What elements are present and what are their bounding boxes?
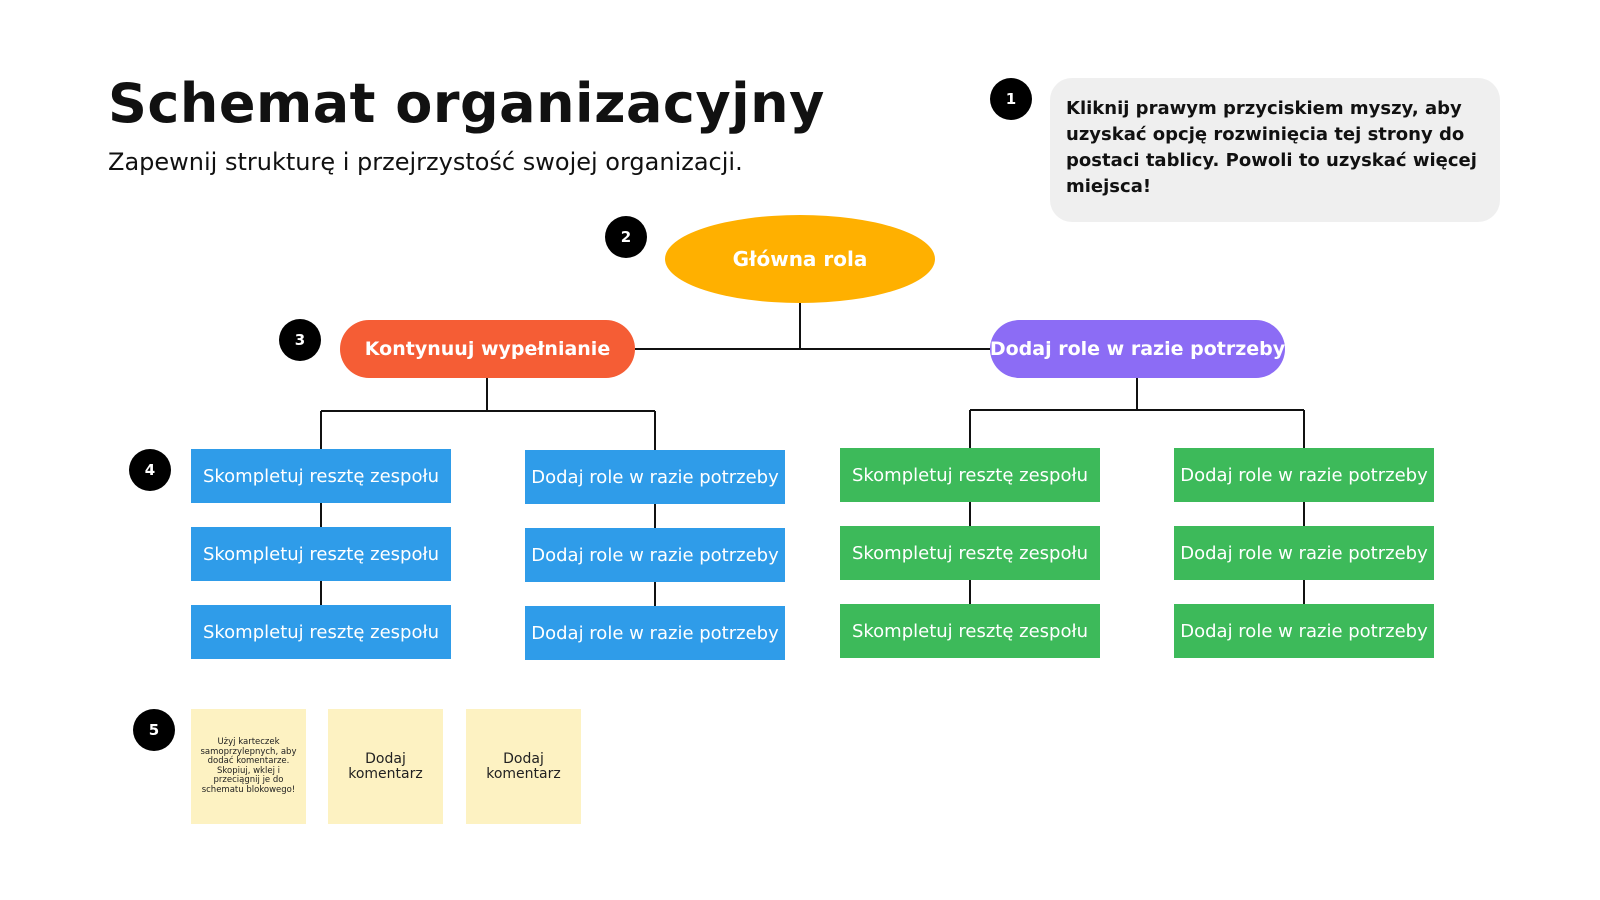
role-box[interactable]: Skompletuj resztę zespołu xyxy=(840,448,1100,502)
role-box[interactable]: Skompletuj resztę zespołu xyxy=(840,526,1100,580)
page-subtitle: Zapewnij strukturę i przejrzystość swoje… xyxy=(108,148,743,176)
role-box[interactable]: Dodaj role w razie potrzeby xyxy=(525,528,785,582)
role-box[interactable]: Dodaj role w razie potrzeby xyxy=(1174,526,1434,580)
role-box[interactable]: Dodaj role w razie potrzeby xyxy=(525,450,785,504)
step-badge-4: 4 xyxy=(129,449,171,491)
sticky-note[interactable]: Użyj karteczek samoprzylepnych, aby doda… xyxy=(191,709,306,824)
step-badge-2: 2 xyxy=(605,216,647,258)
role-box[interactable]: Dodaj role w razie potrzeby xyxy=(525,606,785,660)
role-box[interactable]: Dodaj role w razie potrzeby xyxy=(1174,448,1434,502)
tip-callout: Kliknij prawym przyciskiem myszy, aby uz… xyxy=(1050,78,1500,222)
step-badge-1: 1 xyxy=(990,78,1032,120)
right-branch-node[interactable]: Dodaj role w razie potrzeby xyxy=(990,320,1285,378)
step-badge-3: 3 xyxy=(279,319,321,361)
role-box[interactable]: Skompletuj resztę zespołu xyxy=(191,605,451,659)
left-branch-node[interactable]: Kontynuuj wypełnianie xyxy=(340,320,635,378)
page-title: Schemat organizacyjny xyxy=(108,72,825,135)
step-badge-5: 5 xyxy=(133,709,175,751)
sticky-note[interactable]: Dodaj komentarz xyxy=(466,709,581,824)
role-box[interactable]: Dodaj role w razie potrzeby xyxy=(1174,604,1434,658)
role-box[interactable]: Skompletuj resztę zespołu xyxy=(840,604,1100,658)
role-box[interactable]: Skompletuj resztę zespołu xyxy=(191,449,451,503)
role-box[interactable]: Skompletuj resztę zespołu xyxy=(191,527,451,581)
sticky-note[interactable]: Dodaj komentarz xyxy=(328,709,443,824)
main-role-node[interactable]: Główna rola xyxy=(665,215,935,303)
